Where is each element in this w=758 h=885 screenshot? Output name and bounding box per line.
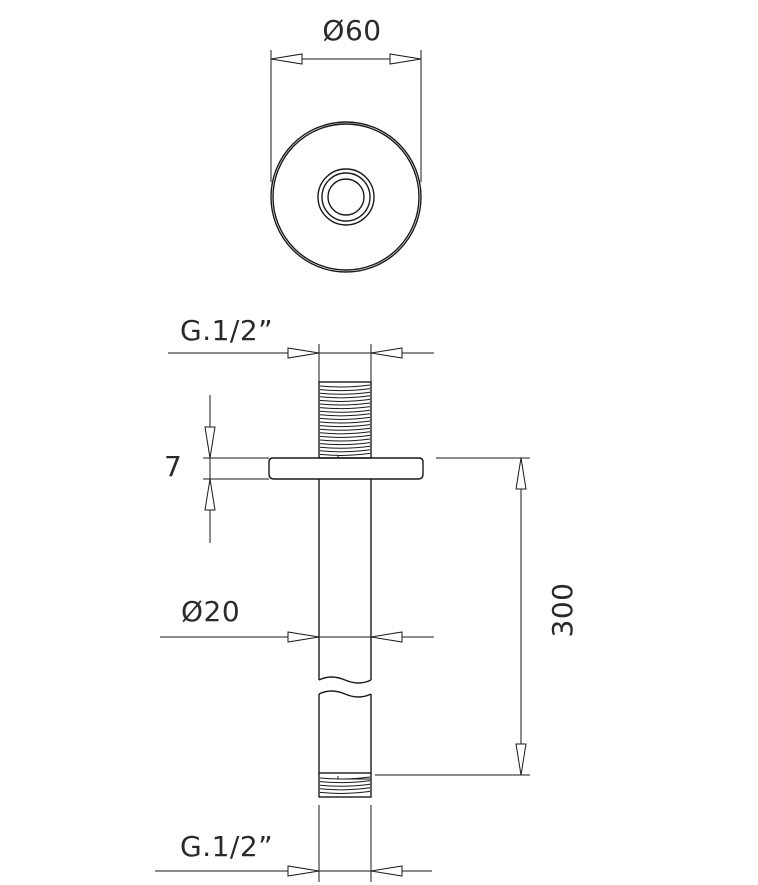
thread-ridge [319,406,371,410]
thread-ridge [319,427,371,431]
thread-ridge [319,431,371,435]
thread-runout [337,776,371,780]
tube-upper [318,479,372,684]
thread-ridge [319,438,371,442]
thread-ridge [319,434,371,438]
arrowhead [515,457,527,490]
thread-ridge [319,424,371,428]
tube-mid-circle [321,172,371,222]
thread-ridge [319,449,371,453]
arrowhead [389,53,422,65]
bottom-thread [318,772,372,798]
thread-ridge [319,790,371,794]
arrowhead [370,865,403,877]
thread-ridge [319,780,371,784]
length-label: 300 [546,583,579,638]
thread-ridge [319,388,371,392]
arrowhead [370,631,403,643]
flange [268,457,424,480]
thread-ridge [319,783,371,787]
tube-outer-circle [317,168,375,226]
arrowhead [515,743,527,776]
arrowhead [287,631,320,643]
flange-inner-ring [272,123,420,271]
thread-ridge [319,402,371,406]
thread-top-label: G.1/2” [180,314,273,347]
thread-ridge [319,416,371,420]
thread-ridge [319,398,371,402]
thread-ridge [319,391,371,395]
flange-diameter-label: Ø60 [322,14,381,47]
thread-ridge [319,384,371,388]
arrowhead [204,426,216,459]
thread-ridge [319,452,371,456]
arrowhead [287,347,320,359]
top-view: Ø60 [270,14,422,273]
thread-ridge [319,420,371,424]
thread-ridge [319,442,371,446]
arrowhead [204,478,216,511]
thread-ridge [319,445,371,449]
flange-outline [270,121,422,273]
thread-bottom-label: G.1/2” [180,830,273,863]
thread-ridge [319,409,371,413]
arrowhead [370,347,403,359]
arrowhead [270,53,303,65]
thread-ridge [319,395,371,399]
side-view: G.1/2” 7 Ø20 [155,314,579,882]
tube-bore-circle [327,178,365,216]
thread-ridge [319,787,371,791]
arrowhead [287,865,320,877]
flange-thickness-label: 7 [164,450,182,483]
tube-lower [318,690,372,773]
tube-diameter-label: Ø20 [181,595,240,628]
top-thread [318,381,372,459]
thread-ridge [319,413,371,417]
